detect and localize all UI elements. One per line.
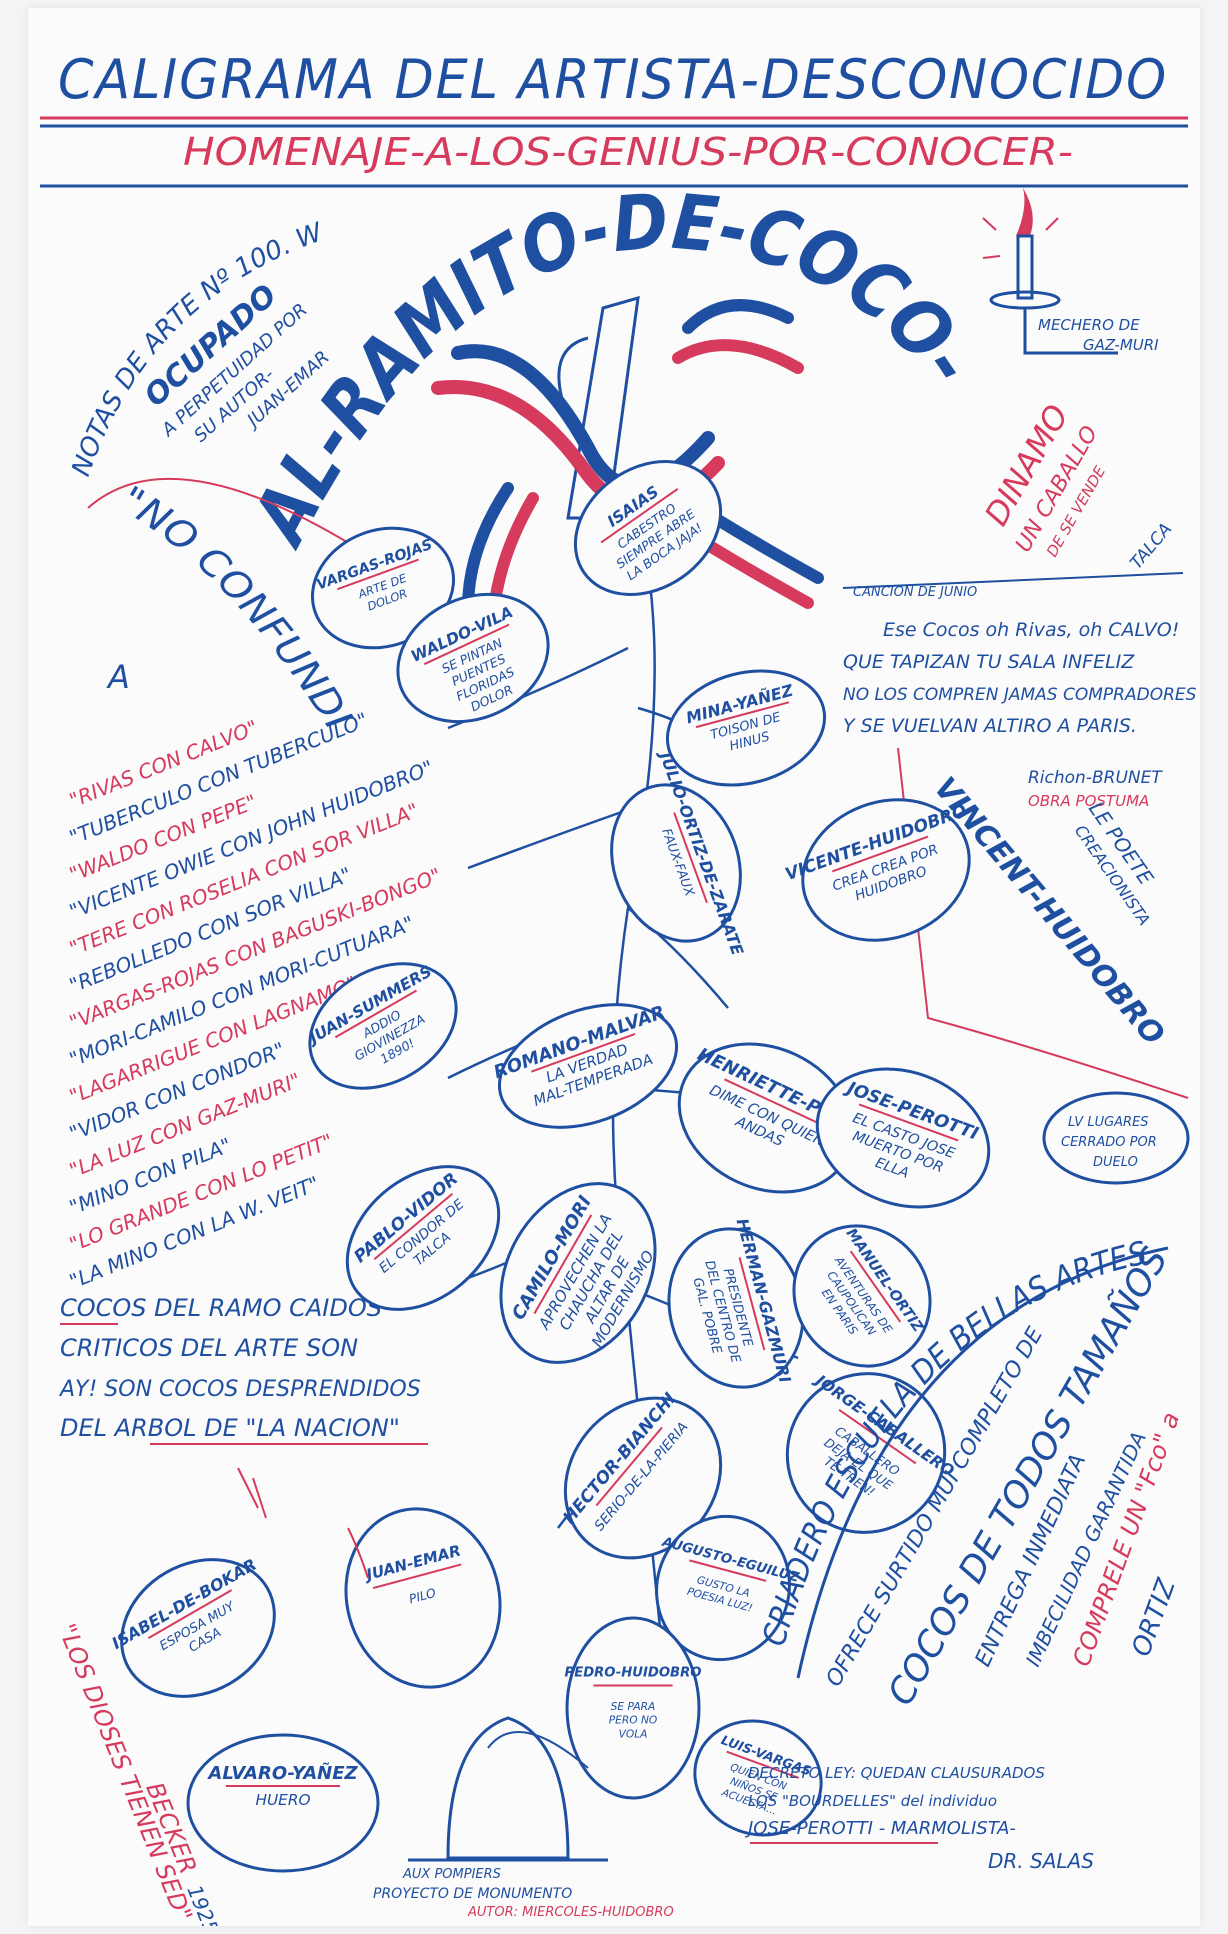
calligram-sheet: CALIGRAMA DEL ARTISTA-DESCONOCIDO HOMENA… <box>28 8 1200 1926</box>
lugares-line2: CERRADO POR <box>1061 1135 1157 1150</box>
cocos-line3: AY! SON COCOS DESPRENDIDOS <box>58 1377 421 1402</box>
coconut: ALVARO-YAÑEZ HUERO <box>188 1735 378 1871</box>
poem-line2: QUE TAPIZAN TU SALA INFELIZ <box>843 651 1135 673</box>
main-title: CALIGRAMA DEL ARTISTA-DESCONOCIDO <box>58 48 1168 111</box>
le-poete-block: LE POETE CREACIONISTA <box>1065 797 1177 929</box>
cocos-line4: DEL ARBOL DE "LA NACION" <box>60 1414 400 1442</box>
right-poem: Ese Cocos oh Rivas, oh CALVO! QUE TAPIZA… <box>843 619 1197 810</box>
lugares-oval: LV LUGARES CERRADO POR DUELO <box>1044 1093 1188 1183</box>
cocos-line1: COCOS DEL RAMO CAIDOS <box>60 1294 382 1322</box>
coconut-title: PEDRO-HUIDOBRO <box>565 1666 702 1681</box>
decreto-line3: JOSE-PEROTTI - MARMOLISTA- <box>745 1818 1016 1839</box>
mechero-label-1: MECHERO DE <box>1038 316 1140 334</box>
richon-label: Richon-BRUNET <box>1028 768 1163 788</box>
poem-line1: Ese Cocos oh Rivas, oh CALVO! <box>883 619 1179 641</box>
coconut-body-line: SE PARA <box>611 1700 656 1713</box>
year-1925: 1925 <box>182 1882 223 1926</box>
coconut-body-line: HUERO <box>255 1791 310 1809</box>
lugares-line3: DUELO <box>1093 1155 1138 1170</box>
talca-label: TALCA <box>1127 519 1177 573</box>
dinamo-rule <box>843 573 1183 588</box>
cocos-line2: CRITICOS DEL ARTE SON <box>60 1334 358 1362</box>
mechero-label-2: GAZ-MURI <box>1083 336 1159 354</box>
decreto-line2: LOS "BOURDELLES" del individuo <box>748 1792 997 1810</box>
decreto-block: DECRETO LEY: QUEDAN CLAUSURADOS LOS "BOU… <box>745 1764 1094 1873</box>
cocos-caidos-text: COCOS DEL RAMO CAIDOS CRITICOS DEL ARTE … <box>58 1294 428 1444</box>
a-label: A <box>106 658 130 696</box>
decreto-line4: DR. SALAS <box>988 1849 1094 1873</box>
coconut-body-line: VOLA <box>619 1727 648 1740</box>
monumento-line1: AUX POMPIERS <box>402 1867 501 1882</box>
subtitle: HOMENAJE-A-LOS-GENIUS-POR-CONOCER- <box>183 130 1073 174</box>
calligram-drawing: CALIGRAMA DEL ARTISTA-DESCONOCIDO HOMENA… <box>28 8 1200 1926</box>
coconut-body-line: PERO NO <box>609 1714 658 1727</box>
decreto-line1: DECRETO LEY: QUEDAN CLAUSURADOS <box>748 1764 1045 1782</box>
coconut-title: ALVARO-YAÑEZ <box>206 1761 358 1784</box>
falling-arrows <box>238 1468 368 1578</box>
poem-line4: Y SE VUELVAN ALTIRO A PARIS. <box>843 715 1137 737</box>
poem-line3: NO LOS COMPREN JAMAS COMPRADORES <box>843 685 1197 705</box>
criadero-line7: ORTIZ <box>1126 1574 1182 1660</box>
monumento-line2: PROYECTO DE MONUMENTO <box>373 1886 572 1902</box>
monumento-line3: AUTOR: MIERCOLES-HUIDOBRO <box>467 1905 674 1920</box>
dinamo-block: DINAMO UN CABALLO DE SE VENDE <box>972 398 1125 569</box>
lugares-line1: LV LUGARES <box>1068 1115 1149 1130</box>
